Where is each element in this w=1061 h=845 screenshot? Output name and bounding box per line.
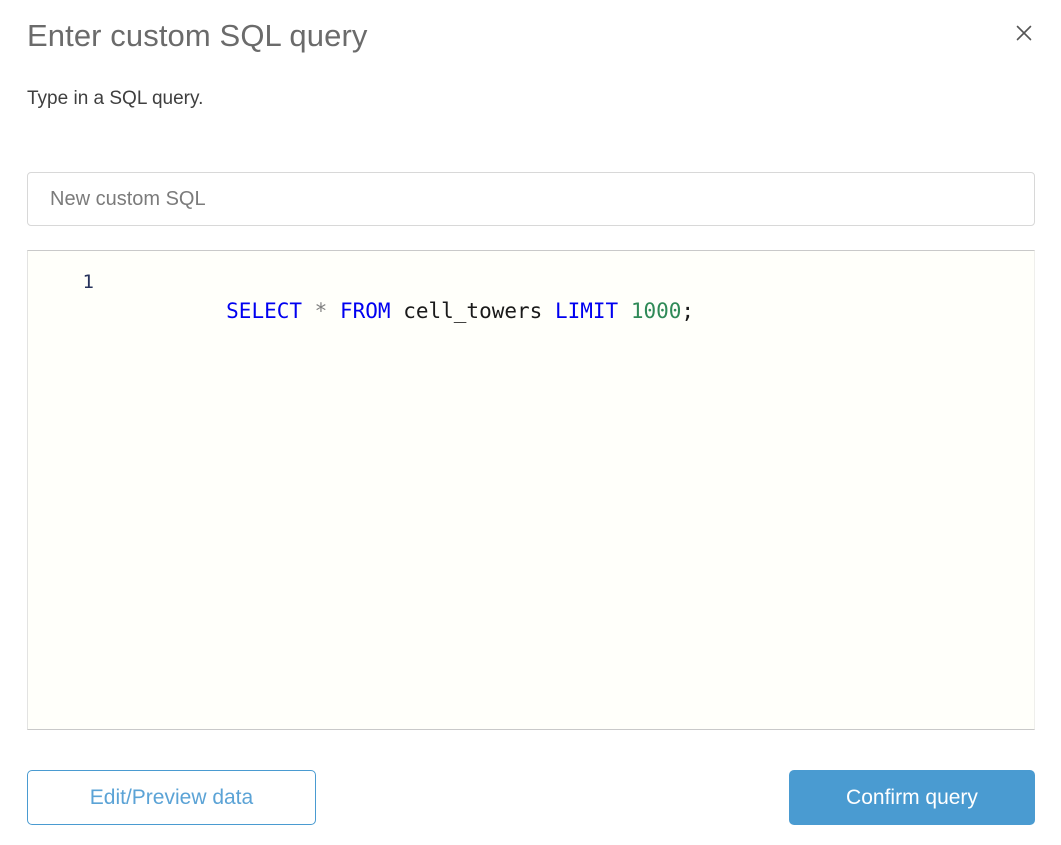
code-line: 1 SELECT * FROM cell_towers LIMIT 1000; <box>28 266 1034 323</box>
edit-preview-data-button[interactable]: Edit/Preview data <box>27 770 316 825</box>
close-icon[interactable] <box>1009 18 1039 48</box>
dialog-subtitle: Type in a SQL query. <box>27 88 204 109</box>
sql-token-semicolon: ; <box>681 299 695 323</box>
sql-token-space-4 <box>542 299 555 323</box>
line-number-gutter: 1 <box>82 271 94 293</box>
sql-token-space-1 <box>302 299 315 323</box>
sql-token-select: SELECT <box>226 299 303 323</box>
sql-token-limit: LIMIT <box>554 299 619 323</box>
sql-token-from: FROM <box>339 299 391 323</box>
sql-token-table: cell_towers <box>403 299 543 323</box>
sql-token-space-3 <box>391 299 404 323</box>
sql-token-star: * <box>314 299 328 323</box>
sql-token-number: 1000 <box>630 299 682 323</box>
code-tokens[interactable]: SELECT * FROM cell_towers LIMIT 1000; <box>94 266 694 356</box>
confirm-query-button[interactable]: Confirm query <box>789 770 1035 825</box>
sql-name-input[interactable] <box>27 172 1035 226</box>
sql-token-space-2 <box>327 299 340 323</box>
sql-token-space-5 <box>618 299 631 323</box>
sql-code-editor[interactable]: 1 SELECT * FROM cell_towers LIMIT 1000; <box>27 250 1035 730</box>
dialog-title: Enter custom SQL query <box>27 18 368 53</box>
